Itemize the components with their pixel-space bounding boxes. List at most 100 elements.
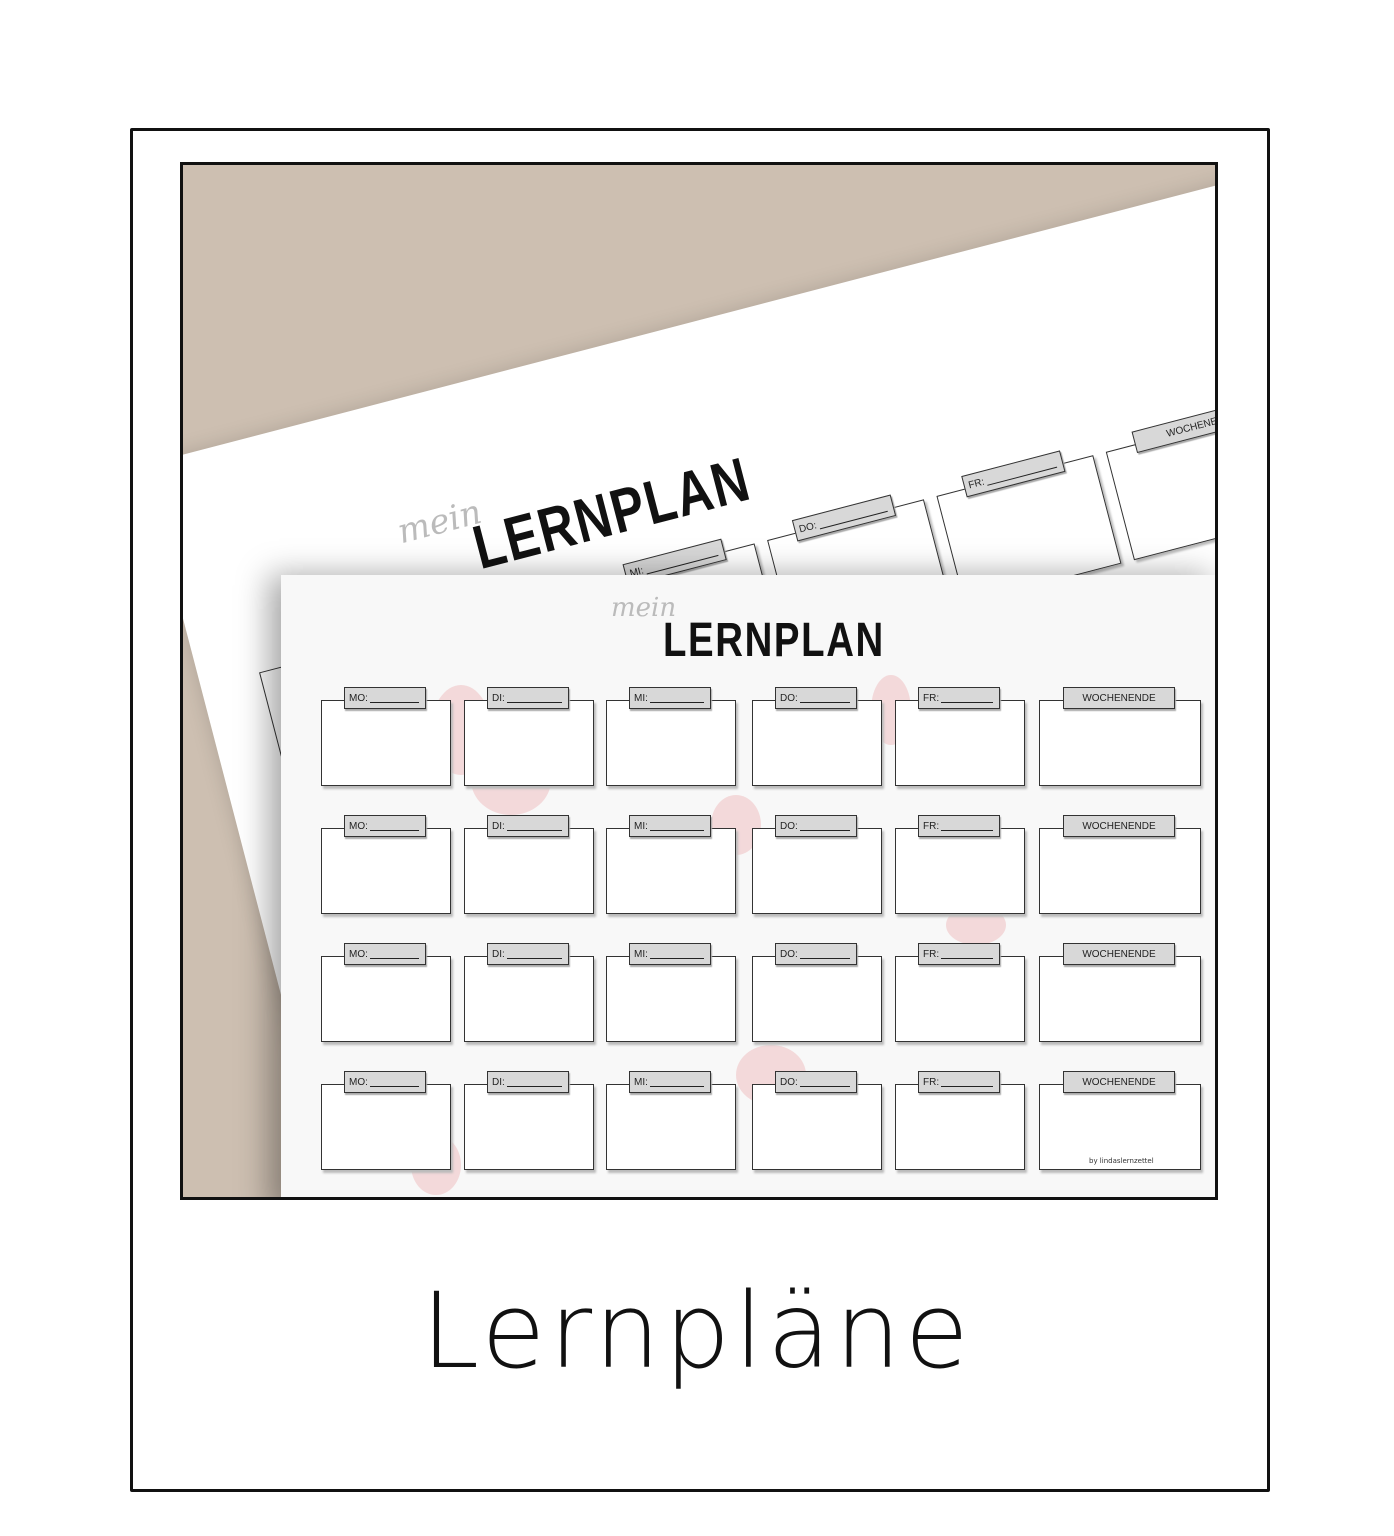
- write-line: [369, 950, 419, 959]
- day-label-tab: MO:: [344, 943, 426, 965]
- day-label: DO:: [780, 1076, 798, 1088]
- day-box: [752, 828, 882, 914]
- day-label-tab: WOCHENENDE: [1063, 943, 1175, 965]
- write-line: [799, 950, 850, 959]
- day-box: [464, 956, 594, 1042]
- day-box: [1039, 828, 1201, 914]
- day-label: FR:: [967, 476, 986, 491]
- write-line: [369, 822, 419, 831]
- day-label-tab: WOCHENENDE: [1063, 815, 1175, 837]
- write-line: [649, 694, 704, 703]
- day-label-tab: MO:: [344, 815, 426, 837]
- day-label-tab: MI:: [629, 1071, 711, 1093]
- day-label: MI:: [634, 1076, 648, 1088]
- day-box: [752, 1084, 882, 1170]
- day-box: [606, 700, 736, 786]
- day-box: [321, 1084, 451, 1170]
- day-box: [1039, 700, 1201, 786]
- write-line: [799, 822, 850, 831]
- product-photo: mein LERNPLAN MO: DI: MI: DO: FR: WOCHENENDE M…: [180, 162, 1218, 1200]
- day-label: FR:: [923, 1076, 940, 1088]
- day-label-tab: FR:: [918, 687, 1000, 709]
- day-label-tab: MO:: [344, 687, 426, 709]
- day-label: DI:: [492, 1076, 505, 1088]
- write-line: [649, 950, 704, 959]
- day-label: DI:: [492, 820, 505, 832]
- day-label-tab: DI:: [487, 1071, 569, 1093]
- write-line: [799, 694, 850, 703]
- day-box: [606, 828, 736, 914]
- day-label: FR:: [923, 820, 940, 832]
- day-label-tab: DO:: [775, 687, 857, 709]
- day-label-tab: FR:: [918, 1071, 1000, 1093]
- sheet-title: LERNPLAN: [663, 614, 885, 667]
- day-label-tab: DI:: [487, 687, 569, 709]
- day-label-tab: DO:: [775, 943, 857, 965]
- day-label: MO:: [349, 692, 368, 704]
- day-label: MI:: [634, 948, 648, 960]
- front-sheet: mein LERNPLAN MO: DI: MI: DO: FR: WOCHENENDE M…: [281, 575, 1215, 1197]
- credit-text: by lindaslernzettel: [1089, 1157, 1154, 1165]
- write-line: [506, 1078, 562, 1087]
- write-line: [506, 950, 562, 959]
- write-line: [941, 822, 993, 831]
- day-box: [752, 700, 882, 786]
- day-label-tab: DI:: [487, 943, 569, 965]
- day-label-tab: WOCHENENDE: [1063, 687, 1175, 709]
- day-label: MO:: [349, 948, 368, 960]
- day-box: [752, 956, 882, 1042]
- day-box: [895, 1084, 1025, 1170]
- day-label: WOCHENENDE: [1082, 948, 1156, 960]
- day-label-tab: MI:: [629, 815, 711, 837]
- day-label-tab: FR:: [918, 943, 1000, 965]
- day-box: [321, 828, 451, 914]
- day-box: [895, 828, 1025, 914]
- write-line: [941, 950, 993, 959]
- day-box: [606, 1084, 736, 1170]
- day-box: [1039, 956, 1201, 1042]
- day-label-tab: DI:: [487, 815, 569, 837]
- day-label: DO:: [797, 519, 818, 535]
- write-line: [369, 694, 419, 703]
- day-label: DI:: [492, 692, 505, 704]
- day-label: MI:: [634, 692, 648, 704]
- day-label-tab: MI:: [629, 943, 711, 965]
- day-label-tab: DO:: [775, 815, 857, 837]
- write-line: [649, 1078, 704, 1087]
- day-label: DO:: [780, 692, 798, 704]
- day-label: DO:: [780, 820, 798, 832]
- day-box: [321, 700, 451, 786]
- caption: Lernpläne: [421, 1270, 973, 1392]
- day-label-tab: MI:: [629, 687, 711, 709]
- day-label: DO:: [780, 948, 798, 960]
- write-line: [506, 822, 562, 831]
- day-label-tab: MO:: [344, 1071, 426, 1093]
- write-line: [941, 694, 993, 703]
- day-label: FR:: [923, 692, 940, 704]
- day-box: [464, 700, 594, 786]
- day-label-tab: FR:: [918, 815, 1000, 837]
- day-box: [606, 956, 736, 1042]
- day-label-tab: WOCHENENDE: [1217, 725, 1218, 782]
- day-label: WOCHENENDE: [1082, 692, 1156, 704]
- day-label: MO:: [349, 1076, 368, 1088]
- day-label: WOCHENENDE: [1082, 820, 1156, 832]
- day-label: DI:: [492, 948, 505, 960]
- write-line: [799, 1078, 850, 1087]
- sheet-subtitle: mein: [611, 593, 677, 623]
- day-box: [464, 828, 594, 914]
- write-line: [506, 694, 562, 703]
- day-label: MI:: [634, 820, 648, 832]
- day-box: [321, 956, 451, 1042]
- day-label-tab: WOCHENENDE: [1063, 1071, 1175, 1093]
- write-line: [369, 1078, 419, 1087]
- day-label-tab: DO:: [775, 1071, 857, 1093]
- day-box: [464, 1084, 594, 1170]
- day-label: MO:: [349, 820, 368, 832]
- day-label: FR:: [923, 948, 940, 960]
- day-label: WOCHENENDE: [1082, 1076, 1156, 1088]
- write-line: [941, 1078, 993, 1087]
- day-box: [895, 700, 1025, 786]
- write-line: [649, 822, 704, 831]
- day-box: [1039, 1084, 1201, 1170]
